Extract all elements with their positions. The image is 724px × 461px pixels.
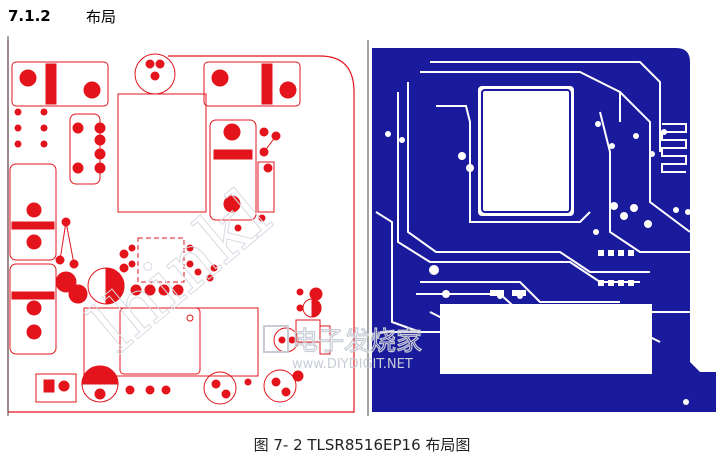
figure-caption: 图 7- 2 TLSR8516EP16 布局图 [253,436,471,454]
section-heading: 7.1.2 布局 [8,4,116,28]
top-layer-view [7,36,355,416]
section-title: 布局 [86,7,117,26]
watermark-title: 电子发烧家 [292,327,422,357]
layout-figure: lhinkl [0,32,724,420]
section-number: 7.1.2 [8,7,51,25]
watermark-logo: 电子发烧家 www.DIYDIGIT.NET [263,325,423,372]
watermark-url: www.DIYDIGIT.NET [292,357,413,372]
bottom-layer-view [367,40,716,416]
